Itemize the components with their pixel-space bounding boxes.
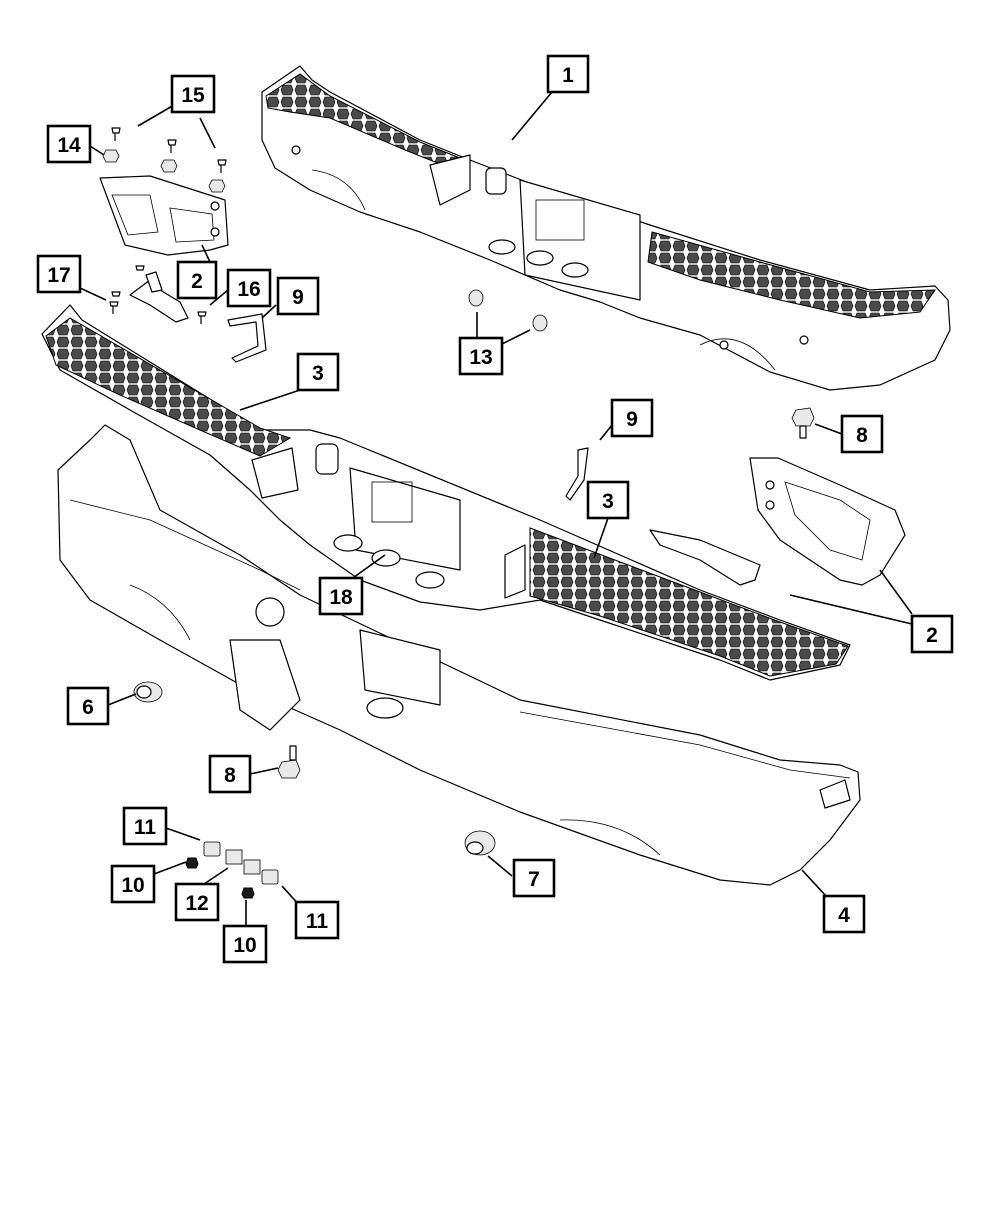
callout-11-upper: 11 bbox=[122, 806, 168, 846]
rear-bumper-assembly-part-1 bbox=[261, 65, 951, 391]
callout-14: 14 bbox=[46, 124, 92, 164]
bracket-part-16 bbox=[129, 271, 189, 323]
bracket-part-2-left bbox=[99, 175, 229, 256]
callout-15-label: 15 bbox=[181, 84, 205, 107]
callout-4: 4 bbox=[822, 894, 866, 934]
callout-3-upper: 3 bbox=[296, 352, 340, 392]
callout-8-lower: 8 bbox=[208, 754, 252, 794]
callout-2-upper-label: 2 bbox=[191, 270, 203, 293]
callout-15: 15 bbox=[170, 74, 216, 114]
callout-13-label: 13 bbox=[469, 346, 492, 369]
callout-10-right: 10 bbox=[222, 924, 268, 964]
callout-1: 1 bbox=[546, 54, 590, 94]
leader-lines bbox=[79, 91, 913, 930]
step-pad-part-3 bbox=[41, 304, 851, 681]
callout-16: 16 bbox=[226, 268, 272, 308]
callout-17-label: 17 bbox=[47, 264, 70, 287]
callout-12-label: 12 bbox=[185, 892, 208, 915]
callout-16-label: 16 bbox=[237, 278, 260, 301]
callout-6-label: 6 bbox=[82, 696, 94, 719]
callout-9-right-label: 9 bbox=[626, 408, 638, 431]
callout-3-lower-label: 3 bbox=[602, 490, 614, 513]
bolt-part-8-lower bbox=[277, 745, 301, 779]
callout-11-lower-label: 11 bbox=[306, 910, 329, 933]
callout-7: 7 bbox=[512, 858, 556, 898]
callout-11-lower: 11 bbox=[294, 900, 340, 940]
callout-8-upper: 8 bbox=[840, 414, 884, 454]
callout-13: 13 bbox=[458, 336, 504, 376]
bolts-part-15 bbox=[111, 127, 227, 173]
callout-2-lower-label: 2 bbox=[926, 624, 938, 647]
fasteners-part-10-11-12 bbox=[185, 841, 279, 899]
callout-9-left: 9 bbox=[276, 276, 320, 316]
callout-11-upper-label: 11 bbox=[134, 816, 157, 839]
callout-7-label: 7 bbox=[528, 868, 540, 891]
callout-10-left-label: 10 bbox=[121, 874, 144, 897]
callout-17: 17 bbox=[36, 254, 82, 294]
callout-2-upper: 2 bbox=[176, 260, 218, 300]
sensor-bracket-part-7 bbox=[464, 830, 496, 856]
callout-12: 12 bbox=[174, 882, 220, 922]
callout-4-label: 4 bbox=[838, 904, 850, 927]
callout-18-label: 18 bbox=[329, 586, 353, 609]
callout-10-left: 10 bbox=[110, 864, 156, 904]
bolts-part-17 bbox=[109, 265, 207, 324]
plugs-part-13 bbox=[468, 289, 548, 332]
callout-18: 18 bbox=[318, 576, 364, 616]
callout-2-lower: 2 bbox=[910, 614, 954, 654]
callout-1-label: 1 bbox=[562, 64, 574, 87]
bumper-face-part-4 bbox=[57, 424, 861, 886]
callout-10-right-label: 10 bbox=[233, 934, 256, 957]
callout-8-upper-label: 8 bbox=[856, 424, 868, 447]
clip-part-9-right bbox=[565, 447, 589, 501]
callout-3-lower: 3 bbox=[586, 480, 630, 520]
callout-3-upper-label: 3 bbox=[312, 362, 324, 385]
clip-part-9-left bbox=[227, 313, 267, 363]
callout-9-right: 9 bbox=[610, 398, 654, 438]
bracket-part-2-right bbox=[649, 457, 906, 586]
sensor-bracket-part-6 bbox=[133, 681, 163, 703]
callout-9-left-label: 9 bbox=[292, 286, 304, 309]
nuts-part-14 bbox=[102, 149, 226, 193]
callout-8-lower-label: 8 bbox=[224, 764, 236, 787]
callout-6: 6 bbox=[66, 686, 110, 726]
bolt-part-8-upper bbox=[791, 407, 815, 439]
callout-14-label: 14 bbox=[57, 134, 81, 157]
